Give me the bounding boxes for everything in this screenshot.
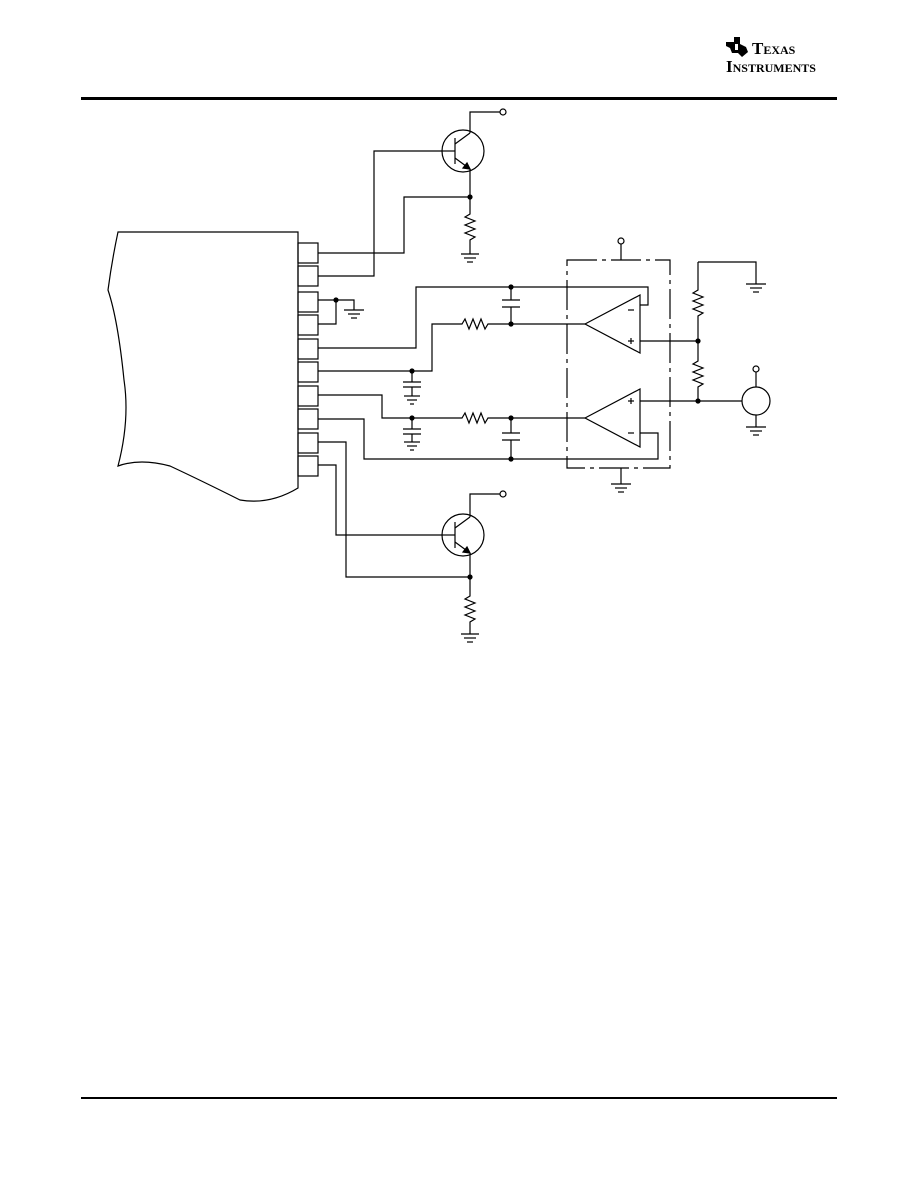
ti-logo: Texas Instruments (724, 36, 836, 76)
footer-rule (81, 1097, 837, 1099)
logo-text-texas: Texas (752, 39, 796, 58)
header-rule (81, 97, 837, 100)
connector-pins (297, 242, 319, 477)
logo-text-instruments: Instruments (726, 57, 816, 76)
npn-transistor-top (441, 129, 485, 173)
op-amp-top (583, 294, 641, 354)
npn-transistor-bottom (441, 513, 485, 557)
ic-body (107, 231, 299, 502)
ti-state-icon (726, 37, 748, 57)
op-amp-bottom (583, 388, 641, 448)
